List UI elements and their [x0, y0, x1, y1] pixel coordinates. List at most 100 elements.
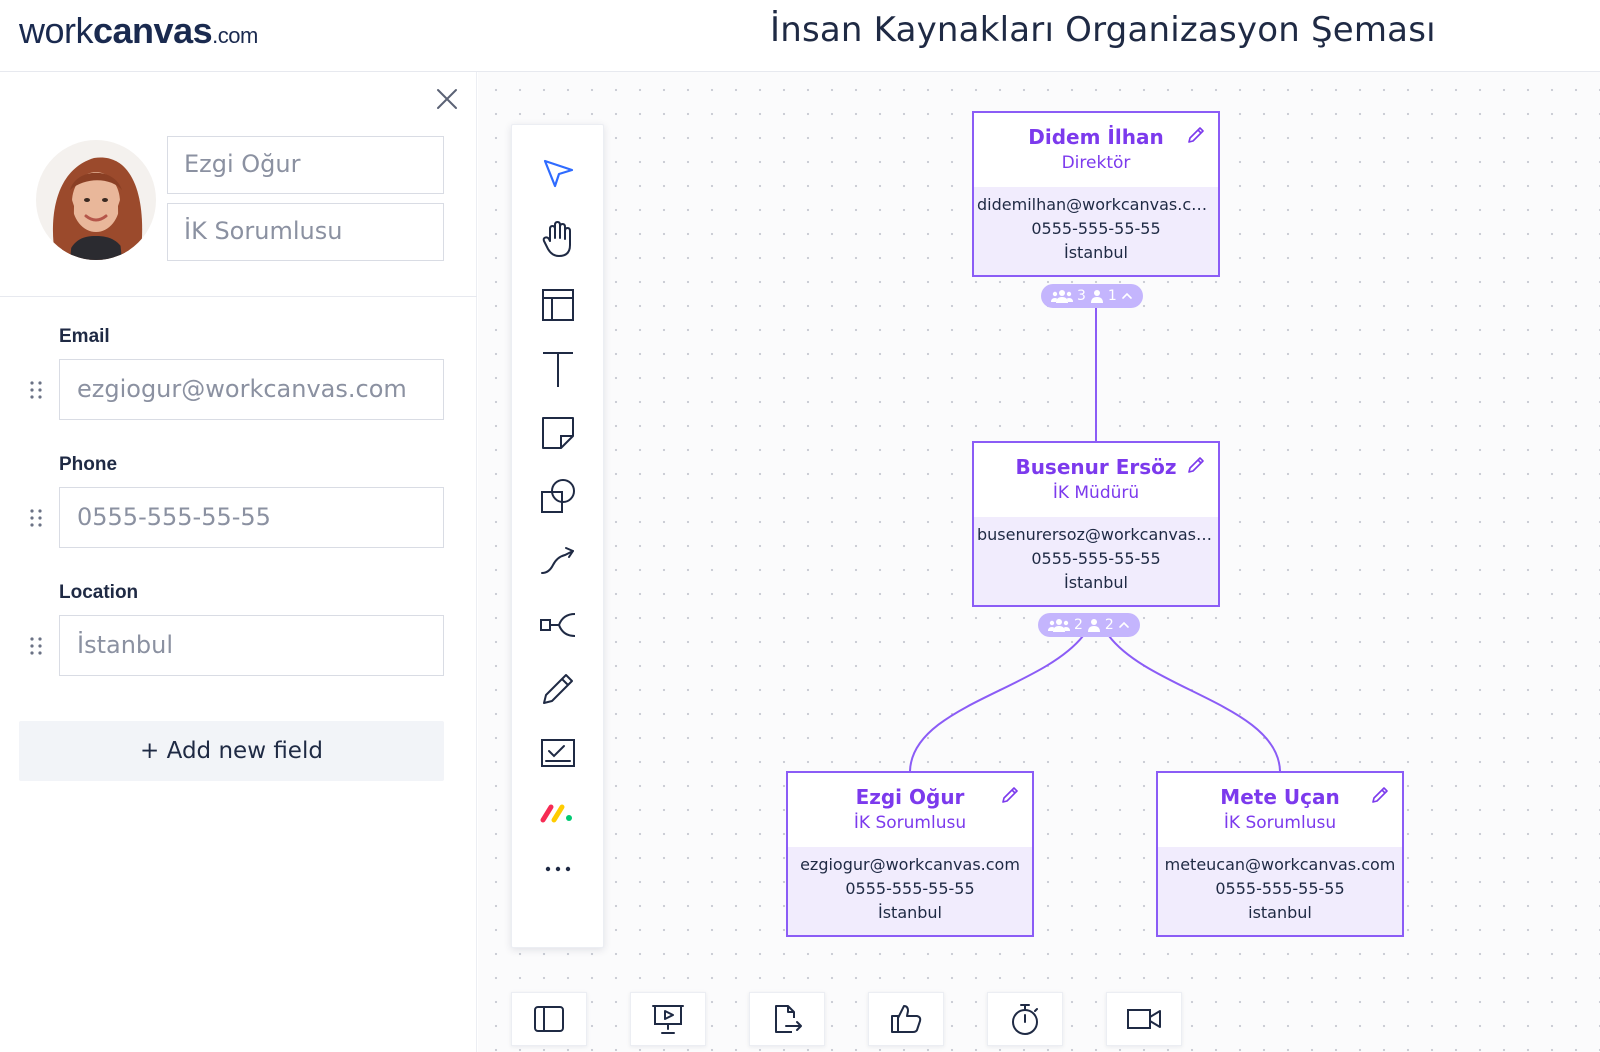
layout-tool[interactable]: [532, 279, 584, 331]
person-icon: [1087, 619, 1100, 632]
card-email: meteucan@workcanvas.com: [1164, 855, 1396, 874]
team-icon: [1048, 619, 1070, 632]
pencil-icon: [1372, 787, 1388, 803]
name-field[interactable]: Ezgi Oğur: [167, 136, 444, 194]
org-card[interactable]: Didem İlhan Direktör didemilhan@workcanv…: [972, 111, 1220, 277]
hand-tool[interactable]: [532, 213, 584, 265]
edit-card-button[interactable]: [1370, 785, 1390, 805]
card-role: İK Sorumlusu: [853, 813, 967, 833]
drag-handle-icon[interactable]: [27, 634, 45, 658]
more-tools[interactable]: [532, 843, 584, 895]
sidebar-toggle-button[interactable]: [511, 992, 587, 1046]
team-icon: [1051, 290, 1073, 303]
layout-icon: [542, 289, 574, 321]
sticky-note-icon: [542, 417, 574, 449]
card-name: Mete Uçan: [1220, 785, 1340, 809]
email-label: Email: [59, 326, 110, 347]
person-icon: [1090, 290, 1103, 303]
logo[interactable]: workcanvas.com: [19, 10, 258, 52]
card-name: Ezgi Oğur: [855, 785, 965, 809]
phone-label: Phone: [59, 454, 118, 475]
export-icon: [775, 1005, 802, 1033]
connector-icon: [541, 547, 574, 574]
email-field[interactable]: ezgiogur@workcanvas.com: [59, 359, 444, 420]
chevron-up-icon: [1122, 292, 1132, 299]
video-call-button[interactable]: [1106, 992, 1182, 1046]
drag-handle-icon[interactable]: [27, 506, 45, 530]
direct-count: 1: [1107, 288, 1117, 304]
pencil-icon: [1188, 457, 1204, 473]
card-location: İstanbul: [1063, 243, 1128, 262]
org-card[interactable]: Ezgi Oğur İK Sorumlusu ezgiogur@workcanv…: [786, 771, 1034, 937]
top-bar: workcanvas.com İnsan Kaynakları Organiza…: [0, 0, 1600, 72]
timer-button[interactable]: [987, 992, 1063, 1046]
connector-tool[interactable]: [532, 535, 584, 587]
pencil-icon: [1002, 787, 1018, 803]
mindmap-tool[interactable]: [532, 599, 584, 651]
card-details: meteucan@workcanvas.com 0555-555-55-55 i…: [1158, 847, 1402, 935]
phone-field[interactable]: 0555-555-55-55: [59, 487, 444, 548]
sidebar-icon: [534, 1006, 564, 1032]
logo-light: work: [19, 10, 94, 51]
card-phone: 0555-555-55-55: [1031, 549, 1161, 568]
edit-card-button[interactable]: [1186, 455, 1206, 475]
text-icon: [543, 352, 573, 387]
card-phone: 0555-555-55-55: [845, 879, 975, 898]
card-phone: 0555-555-55-55: [1031, 219, 1161, 238]
pen-tool[interactable]: [532, 663, 584, 715]
monday-integration[interactable]: [532, 787, 584, 839]
card-role: İK Sorumlusu: [1223, 813, 1337, 833]
job-title-field[interactable]: İK Sorumlusu: [167, 203, 444, 261]
presentation-icon: [652, 1005, 684, 1034]
tool-palette: [511, 124, 604, 948]
select-icon: [543, 159, 574, 188]
card-role: Direktör: [1061, 153, 1131, 173]
mindmap-icon: [540, 613, 576, 637]
text-tool[interactable]: [532, 343, 584, 395]
edit-card-button[interactable]: [1000, 785, 1020, 805]
card-email: didemilhan@workcanvas.com: [977, 195, 1217, 214]
team-count-badge[interactable]: 2 2: [1038, 613, 1140, 637]
pencil-icon: [1188, 127, 1204, 143]
video-icon: [1127, 1009, 1161, 1029]
org-card[interactable]: Busenur Ersöz İK Müdürü busenurersoz@wor…: [972, 441, 1220, 607]
location-label: Location: [59, 582, 139, 603]
close-panel-button[interactable]: [434, 86, 460, 112]
document-title[interactable]: İnsan Kaynakları Organizasyon Şeması: [770, 10, 1436, 50]
edit-card-button[interactable]: [1186, 125, 1206, 145]
drag-handle-icon[interactable]: [27, 378, 45, 402]
card-header: Didem İlhan Direktör: [974, 113, 1218, 187]
employee-detail-panel: Ezgi Oğur İK Sorumlusu Email ezgiogur@wo…: [0, 72, 477, 1052]
divider: [0, 296, 477, 297]
card-details: didemilhan@workcanvas.com 0555-555-55-55…: [974, 187, 1218, 275]
logo-bold: canvas: [93, 10, 213, 51]
card-header: Ezgi Oğur İK Sorumlusu: [788, 773, 1032, 847]
select-tool[interactable]: [532, 147, 584, 199]
export-button[interactable]: [749, 992, 825, 1046]
card-location: İstanbul: [1063, 573, 1128, 592]
shapes-tool[interactable]: [532, 471, 584, 523]
reaction-button[interactable]: [868, 992, 944, 1046]
timer-icon: [1012, 1004, 1038, 1035]
close-icon: [437, 89, 457, 109]
more-icon: [545, 866, 571, 872]
presentation-button[interactable]: [630, 992, 706, 1046]
team-count-badge[interactable]: 3 1: [1041, 284, 1143, 308]
shapes-icon: [541, 479, 575, 513]
team-count: 2: [1074, 617, 1083, 633]
card-location: İstanbul: [877, 903, 942, 922]
card-email: busenurersoz@workcanvas.com: [977, 525, 1218, 544]
card-location: istanbul: [1248, 903, 1312, 922]
logo-domain: .com: [212, 23, 258, 48]
sticky-note-tool[interactable]: [532, 407, 584, 459]
avatar[interactable]: [36, 140, 156, 260]
org-card[interactable]: Mete Uçan İK Sorumlusu meteucan@workcanv…: [1156, 771, 1404, 937]
direct-count: 2: [1104, 617, 1114, 633]
hand-icon: [542, 221, 571, 257]
location-field[interactable]: İstanbul: [59, 615, 444, 676]
checklist-tool[interactable]: [532, 727, 584, 779]
card-name: Didem İlhan: [1028, 125, 1164, 149]
card-details: ezgiogur@workcanvas.com 0555-555-55-55 İ…: [788, 847, 1032, 935]
add-new-field-button[interactable]: + Add new field: [19, 721, 444, 781]
